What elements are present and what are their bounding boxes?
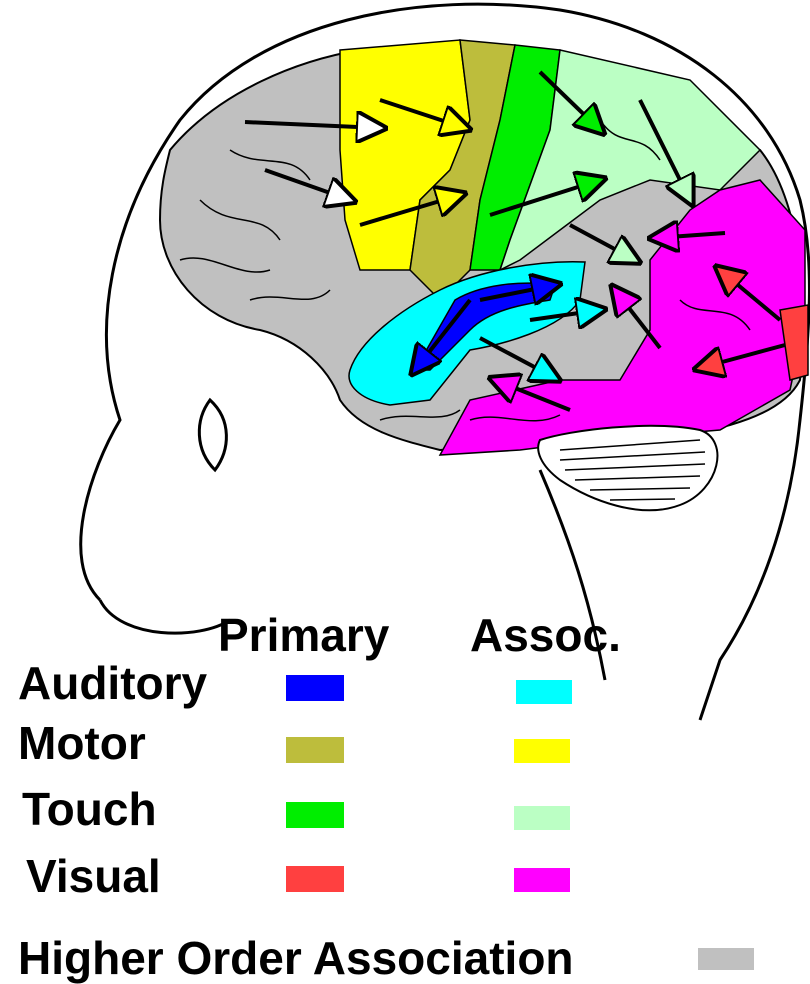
legend-header-primary: Primary <box>218 612 389 658</box>
face-profile <box>100 600 230 633</box>
legend-label-touch: Touch <box>22 786 157 832</box>
legend-label-auditory: Auditory <box>18 660 207 706</box>
legend-header-assoc: Assoc. <box>470 612 621 658</box>
ear-icon <box>199 400 226 470</box>
legend-swatch-motor-assoc <box>514 739 570 763</box>
legend-swatch-visual-assoc <box>514 868 570 892</box>
legend-label-visual: Visual <box>26 853 161 899</box>
legend-swatch-touch-assoc <box>514 806 570 830</box>
legend-label-motor: Motor <box>18 720 146 766</box>
legend-label-higher-order: Higher Order Association <box>18 935 574 981</box>
legend-swatch-visual-primary <box>286 866 344 892</box>
legend-swatch-higher-order <box>698 948 754 970</box>
legend-swatch-motor-primary <box>286 737 344 763</box>
legend-swatch-touch-primary <box>286 802 344 828</box>
legend-swatch-auditory-assoc <box>516 680 572 704</box>
legend-swatch-auditory-primary <box>286 675 344 701</box>
